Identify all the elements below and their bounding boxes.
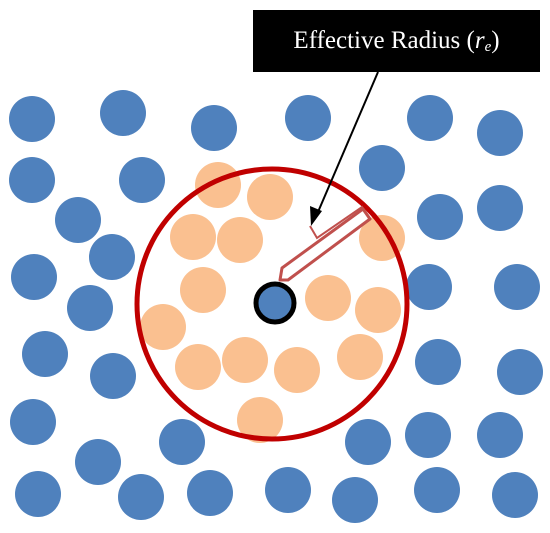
outer-particle [417, 194, 463, 240]
label-close: ) [491, 27, 500, 54]
outer-particle [11, 254, 57, 300]
outer-particle [285, 95, 331, 141]
outer-particle [477, 110, 523, 156]
outer-particle [405, 412, 451, 458]
effective-radius-boundary [134, 166, 410, 442]
outer-particle [15, 471, 61, 517]
outer-particles [9, 90, 543, 523]
outer-particle [332, 477, 378, 523]
outer-particle [415, 339, 461, 385]
outer-particle [407, 95, 453, 141]
outer-particle [191, 105, 237, 151]
inner-particle [305, 275, 351, 321]
radius-bracket [309, 205, 370, 240]
outer-particle [359, 145, 405, 191]
outer-particle [100, 90, 146, 136]
outer-particle [265, 467, 311, 513]
label-text: Effective Radius ( [293, 27, 475, 54]
outer-particle [492, 472, 538, 518]
outer-particle [118, 474, 164, 520]
outer-particle [90, 353, 136, 399]
inner-particle [175, 344, 221, 390]
outer-particle [477, 185, 523, 231]
inner-particle [337, 334, 383, 380]
effective-radius-label: Effective Radius (re) [253, 10, 540, 72]
inner-particle [222, 337, 268, 383]
inner-particle [180, 267, 226, 313]
inner-particle [355, 287, 401, 333]
inner-particle [237, 397, 283, 443]
center-particle [253, 281, 297, 325]
outer-particle [67, 285, 113, 331]
radius-bar [278, 207, 372, 282]
label-subscript: e [484, 39, 492, 55]
outer-particle [187, 470, 233, 516]
inner-particle [195, 162, 241, 208]
outer-particle [10, 399, 56, 445]
outer-particle [477, 412, 523, 458]
inner-particle [170, 214, 216, 260]
outer-particle [345, 419, 391, 465]
outer-particle [414, 467, 460, 513]
outer-particle [9, 96, 55, 142]
outer-particle [89, 234, 135, 280]
outer-particle [497, 349, 543, 395]
label-symbol: r [474, 27, 485, 54]
outer-particle [406, 264, 452, 310]
inner-particle [140, 304, 186, 350]
arrow-shaft [317, 71, 379, 213]
outer-particle [9, 157, 55, 203]
outer-particle [55, 197, 101, 243]
outer-particle [159, 419, 205, 465]
outer-particle [22, 331, 68, 377]
outer-particle [119, 157, 165, 203]
outer-particle [75, 439, 121, 485]
inner-particle [217, 217, 263, 263]
outer-particle [494, 264, 540, 310]
arrow-pointer-icon [310, 206, 322, 226]
inner-particle [247, 174, 293, 220]
inner-particle [274, 347, 320, 393]
